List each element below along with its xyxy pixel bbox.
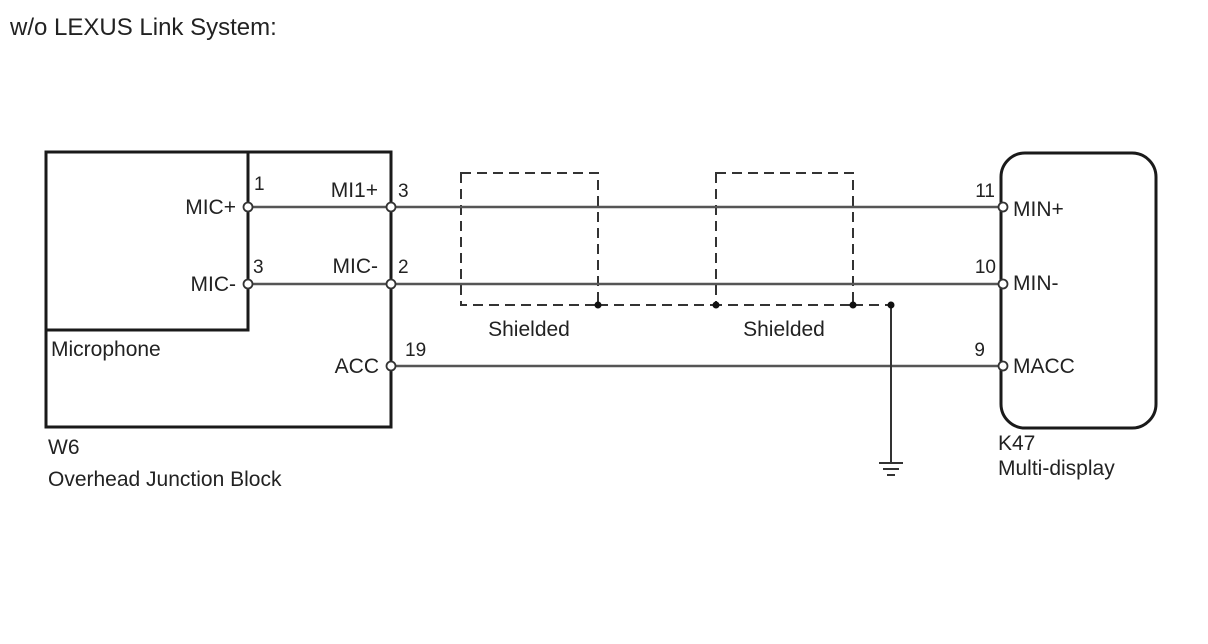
pin-number-acc: 19 <box>405 340 426 361</box>
ground-junction-dot <box>887 301 895 309</box>
terminal-mi1-plus <box>385 201 397 213</box>
shield-label-2: Shielded <box>743 318 825 341</box>
shield-junction-dot <box>712 301 720 309</box>
multi-display-code: K47 <box>998 432 1035 455</box>
ground-icon <box>879 462 903 476</box>
pin-label-min-plus: MIN+ <box>1013 198 1064 221</box>
pin-number-mi1-plus: 3 <box>398 181 409 202</box>
pin-number-min-minus: 10 <box>975 257 996 278</box>
terminal-mic-minus <box>242 278 254 290</box>
pin-number-mic-plus: 1 <box>254 174 265 195</box>
junction-block-name: Overhead Junction Block <box>48 468 282 491</box>
shield-junction-dot <box>594 301 602 309</box>
terminal-min-plus <box>997 201 1009 213</box>
terminal-macc <box>997 360 1009 372</box>
terminal-acc <box>385 360 397 372</box>
pin-number-mic-minus: 3 <box>253 257 264 278</box>
pin-label-macc: MACC <box>1013 355 1075 378</box>
pin-number-jb-mic-minus: 2 <box>398 257 409 278</box>
pin-label-mic-minus: MIC- <box>191 273 237 296</box>
microphone-box <box>46 150 250 332</box>
pin-label-jb-mic-minus: MIC- <box>333 255 379 278</box>
shield-box-1 <box>460 172 599 306</box>
shield-junction-dot <box>849 301 857 309</box>
junction-block-code: W6 <box>48 436 80 459</box>
pin-label-acc: ACC <box>335 355 379 378</box>
shield-box-2 <box>715 172 854 306</box>
terminal-jb-mic-minus <box>385 278 397 290</box>
pin-label-mic-plus: MIC+ <box>185 196 236 219</box>
pin-label-min-minus: MIN- <box>1013 272 1059 295</box>
diagram-title: w/o LEXUS Link System: <box>9 14 277 41</box>
terminal-min-minus <box>997 278 1009 290</box>
pin-label-mi1-plus: MI1+ <box>331 179 378 202</box>
shield-label-1: Shielded <box>488 318 570 341</box>
pin-number-min-plus: 11 <box>975 181 995 202</box>
pin-number-macc: 9 <box>974 340 985 361</box>
multi-display-name: Multi-display <box>998 457 1115 480</box>
terminal-mic-plus <box>242 201 254 213</box>
microphone-label: Microphone <box>51 338 161 361</box>
multi-display-box <box>999 151 1158 430</box>
